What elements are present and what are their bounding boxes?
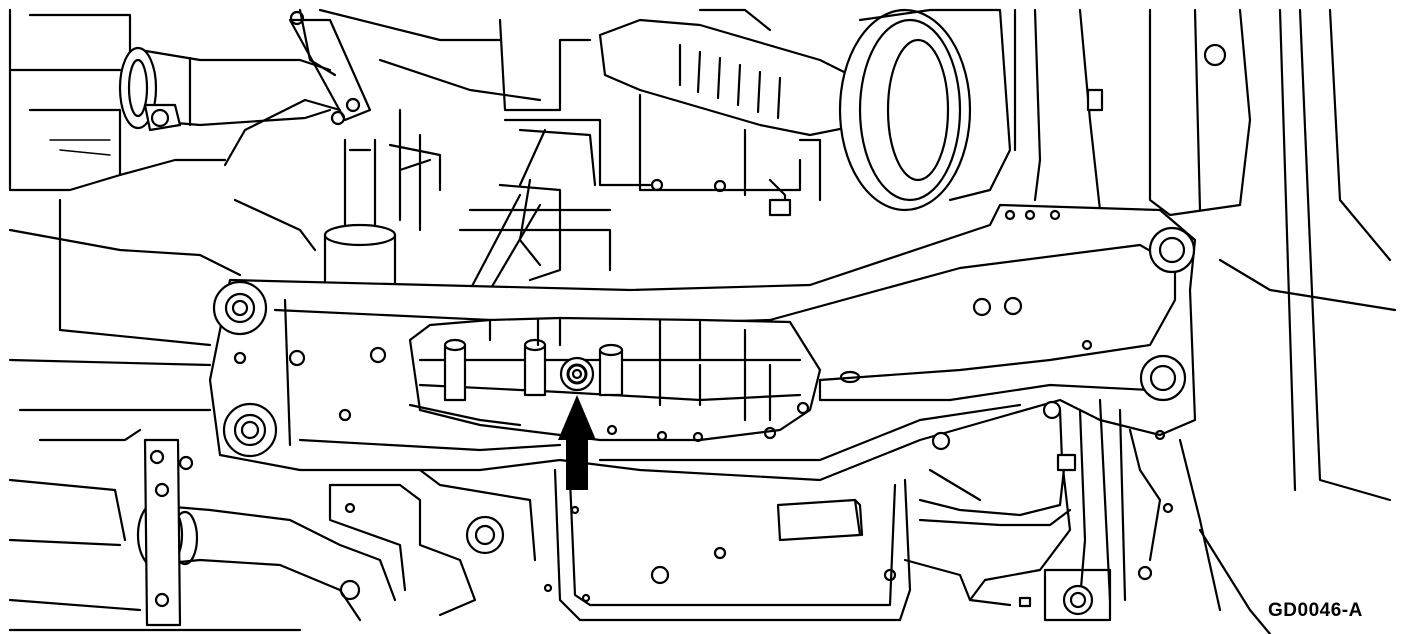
figure-code-label: GD0046-A: [1268, 600, 1363, 621]
drain-plug-bolt: [559, 356, 595, 392]
lower-linework: [8, 398, 1222, 632]
arrow-up-icon: [558, 395, 596, 490]
studs: [369, 296, 1062, 451]
valve-body: [408, 316, 822, 443]
background-linework: [8, 8, 1397, 634]
